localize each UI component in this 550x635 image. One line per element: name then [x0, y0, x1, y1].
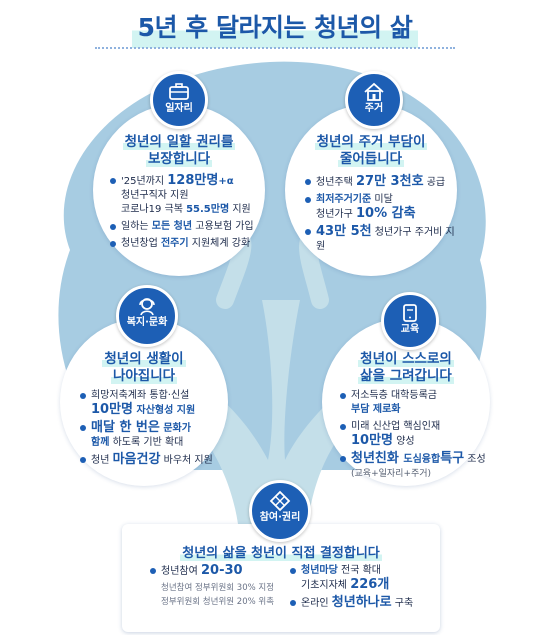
tablet-icon: [403, 304, 417, 322]
list-item: 청년주택 27만 3천호 공급: [305, 175, 455, 190]
participation-panel: 청년의 삶을 청년이 직접 결정합니다 청년참여 20-30 청년참여 정부위원…: [122, 524, 440, 632]
person-headset-icon: [139, 298, 155, 316]
page-title: 5년 후 달라지는 청년의 삶: [131, 6, 419, 48]
housing-label: 주거: [364, 103, 384, 114]
housing-heading: 청년의 주거 부담이 줄어듭니다: [314, 134, 428, 167]
briefcase-icon: [169, 83, 189, 100]
jobs-label: 일자리: [165, 103, 193, 114]
participation-badge: 참여·권리: [249, 480, 311, 542]
education-badge: 교육: [381, 292, 439, 350]
list-item: 청년참여 20-30: [150, 564, 290, 579]
list-item: 온라인 청년하나로 구축: [290, 596, 438, 611]
list-item: 43만 5천 청년가구 주거비 지원: [305, 225, 455, 254]
jobs-badge: 일자리: [150, 71, 208, 129]
jobs-heading: 청년의 일할 권리를 보장합니다: [122, 134, 236, 167]
participation-left-list: 청년참여 20-30 청년참여 정부위원회 30% 지정 정부위원회 청년위원 …: [150, 564, 290, 610]
title-divider: [95, 47, 455, 49]
welfare-label: 복지·문화: [126, 317, 168, 328]
list-item: 일하는 모든 청년 고용보험 가입: [110, 220, 260, 234]
participation-note-2: 정부위원회 청년위원 20% 위촉: [161, 597, 275, 607]
jobs-circle: [93, 104, 265, 276]
list-item: 청년친화 도심융합특구 조성(교육+일자리+주거): [340, 452, 490, 481]
participation-note-1: 청년참여 정부위원회 30% 지정: [161, 583, 275, 593]
housing-badge: 주거: [345, 71, 403, 129]
diamond-grid-icon: [269, 490, 291, 512]
list-item: 청년창업 전주기 지원체계 강화: [110, 237, 260, 251]
housing-circle: [285, 104, 457, 276]
participation-heading: 청년의 삶을 청년이 직접 결정합니다: [180, 546, 382, 561]
title-area: 5년 후 달라지는 청년의 삶: [0, 6, 550, 48]
participation-label: 참여·권리: [259, 512, 301, 523]
house-icon: [364, 82, 384, 101]
education-label: 교육: [400, 324, 420, 335]
list-item: 청년 마음건강 바우처 지원: [80, 453, 228, 468]
education-heading: 청년이 스스로의 삶을 그려갑니다: [358, 351, 454, 384]
welfare-badge: 복지·문화: [116, 285, 178, 347]
welfare-heading: 청년의 생활이 나아집니다: [102, 351, 186, 384]
